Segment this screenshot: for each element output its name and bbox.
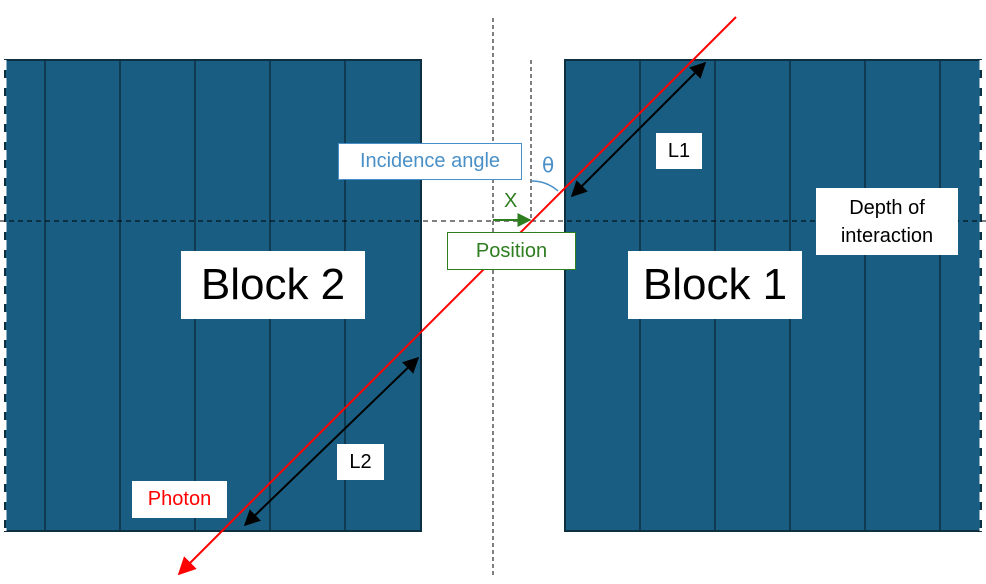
incidence-angle-arc — [530, 180, 559, 192]
photon-path-line — [177, 16, 737, 576]
block-1-label: Block 1 — [628, 251, 802, 319]
depth-of-interaction-label: Depth of interaction — [816, 188, 958, 255]
photon-label: Photon — [132, 481, 227, 518]
theta-label: θ — [542, 153, 555, 177]
l2-dimension-arrow — [243, 356, 420, 527]
position-label: Position — [447, 232, 576, 270]
l1-dimension-arrow — [570, 61, 707, 198]
x-label: X — [504, 190, 518, 212]
l2-label: L2 — [337, 444, 384, 480]
depth-of-interaction-line1: Depth of — [849, 196, 925, 219]
block-2-label: Block 2 — [181, 251, 365, 319]
depth-of-interaction-line2: interaction — [840, 224, 934, 247]
incidence-angle-label: Incidence angle — [338, 143, 522, 180]
l1-label: L1 — [656, 133, 702, 169]
